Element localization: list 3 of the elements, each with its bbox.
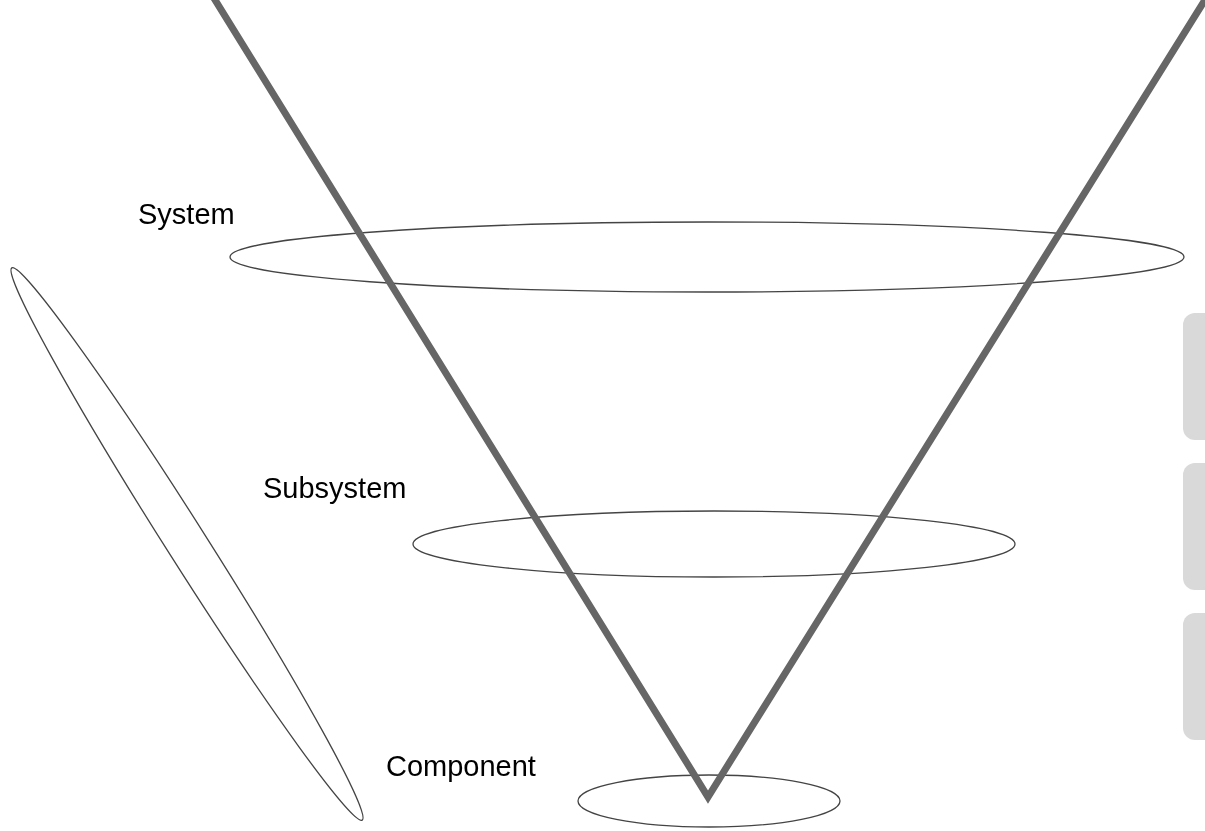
level-label: Subsystem [263,474,407,503]
level-label: Component [386,752,536,781]
level-label: System [138,200,235,229]
